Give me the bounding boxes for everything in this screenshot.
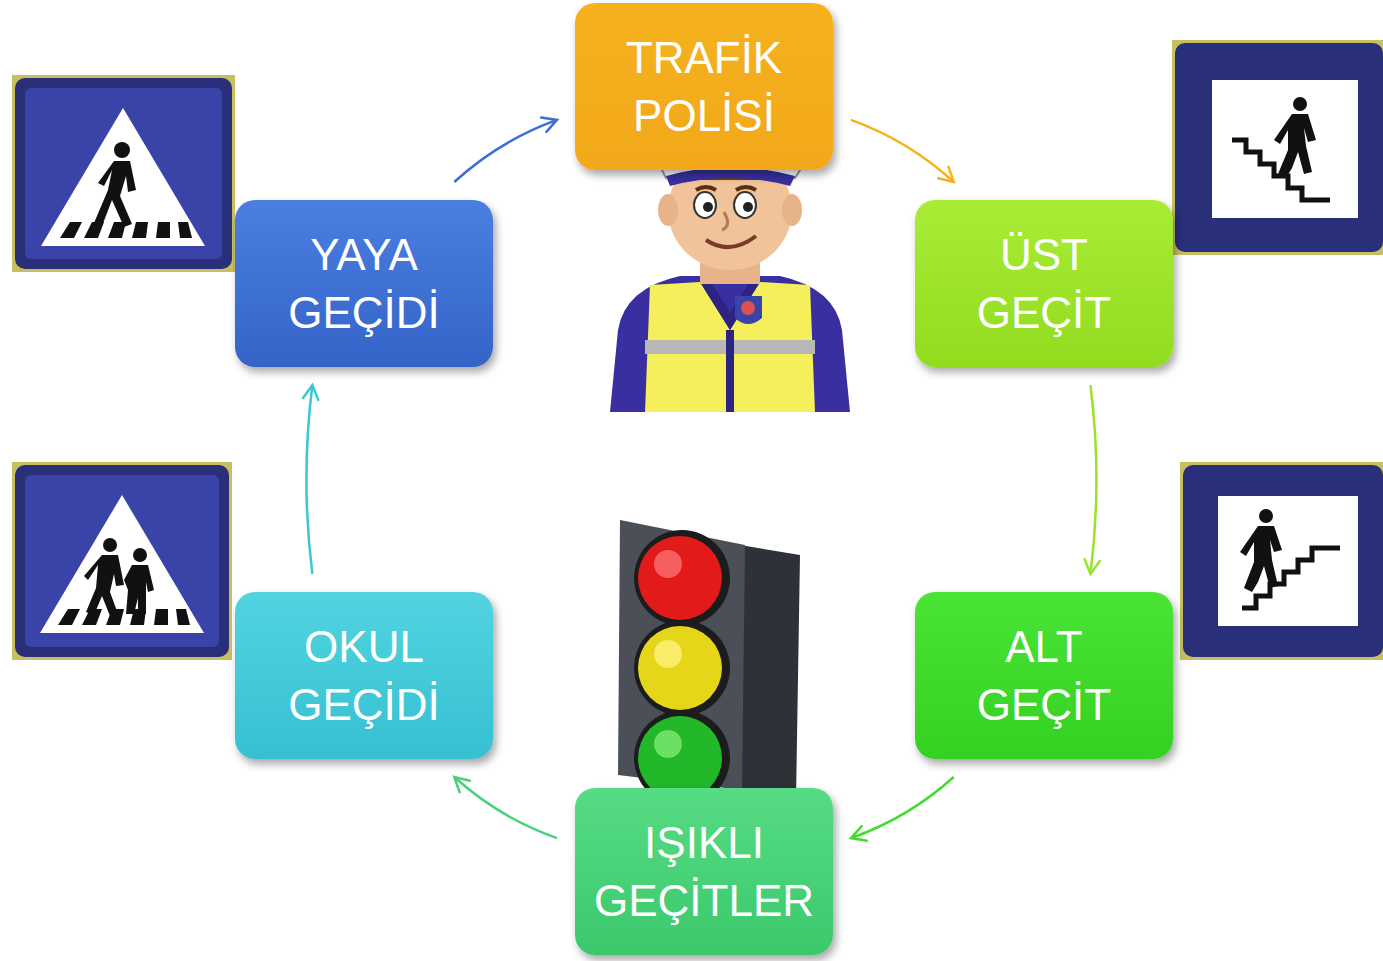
- box-label: ALT GEÇİT: [977, 618, 1111, 732]
- box-label: TRAFİK POLİSİ: [626, 29, 782, 143]
- traffic-police-figure: [610, 128, 850, 412]
- arrow-line: [454, 120, 557, 182]
- box-label: YAYA GEÇİDİ: [288, 226, 440, 340]
- arrow-head: [1085, 559, 1100, 574]
- arrow-head: [454, 777, 470, 792]
- crossing-box: YAYA GEÇİDİ: [235, 200, 493, 367]
- box-label: IŞIKLI GEÇİTLER: [594, 814, 814, 928]
- arrow-head: [303, 385, 318, 400]
- box-label: OKUL GEÇİDİ: [288, 618, 440, 732]
- arrow-line: [851, 120, 954, 182]
- box-label: ÜST GEÇİT: [977, 226, 1111, 340]
- underpass-sign: [1180, 462, 1383, 660]
- pedestrian-crossing-sign: [12, 75, 235, 272]
- arrow-head: [541, 117, 557, 131]
- overpass-sign: [1172, 40, 1383, 255]
- traffic-light: [618, 520, 800, 806]
- arrow-head: [938, 167, 954, 182]
- cycle-arrow: [851, 777, 954, 841]
- cycle-arrow: [454, 117, 557, 182]
- crossing-box: ÜST GEÇİT: [915, 200, 1173, 367]
- cycle-arrow: [851, 120, 954, 182]
- crossing-box: ALT GEÇİT: [915, 592, 1173, 759]
- crossing-box: OKUL GEÇİDİ: [235, 592, 493, 759]
- arrow-head: [851, 826, 867, 840]
- cycle-arrow: [1085, 385, 1100, 574]
- school-crossing-sign: [12, 462, 232, 660]
- crossing-box: TRAFİK POLİSİ: [575, 3, 833, 170]
- arrow-line: [1090, 385, 1096, 574]
- arrow-line: [306, 385, 312, 574]
- cycle-arrow: [303, 385, 318, 574]
- cycle-arrow: [454, 777, 557, 838]
- arrow-line: [454, 777, 557, 838]
- arrow-line: [851, 777, 954, 838]
- crossing-box: IŞIKLI GEÇİTLER: [575, 788, 833, 955]
